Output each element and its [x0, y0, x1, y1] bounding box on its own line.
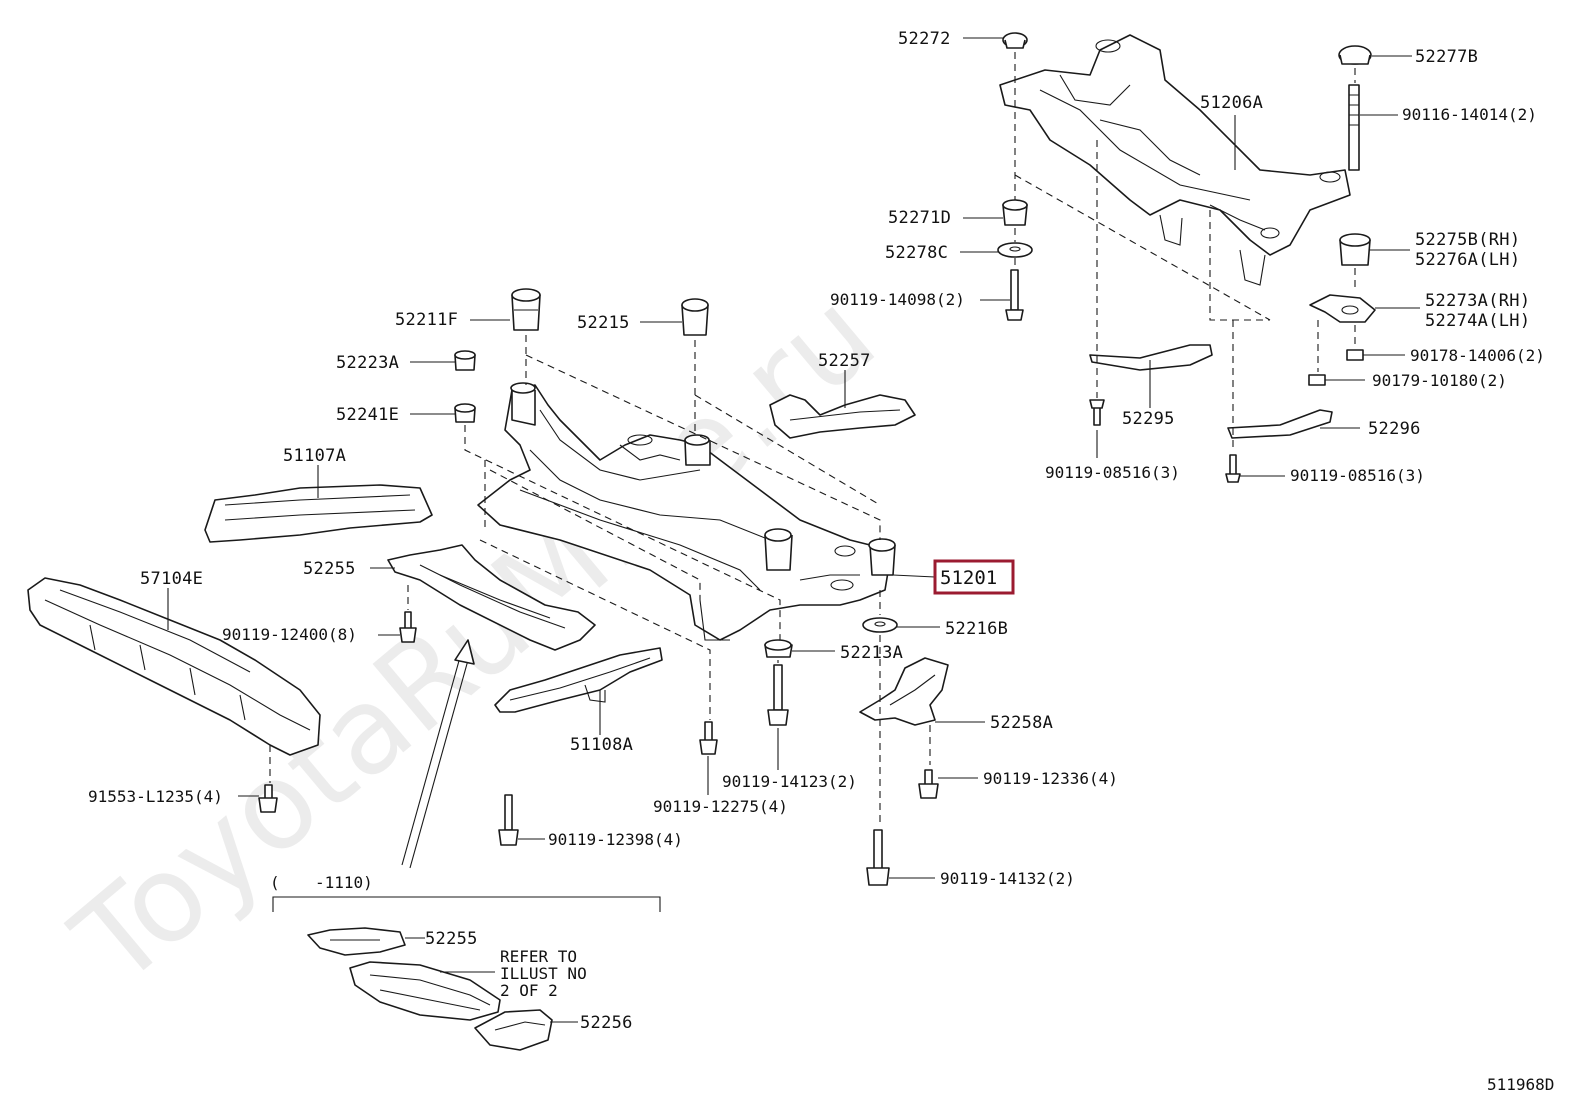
- highlight-box-51201: [933, 559, 1015, 595]
- callout-90119-14132[interactable]: 90119-14132(2): [940, 869, 1075, 888]
- callout-90116-14014[interactable]: 90116-14014(2): [1402, 105, 1537, 124]
- callout-52215[interactable]: 52215: [577, 313, 630, 333]
- callout-52216B[interactable]: 52216B: [945, 619, 1008, 639]
- nut-90178[interactable]: [1346, 349, 1364, 361]
- bolt-90119-14132[interactable]: [866, 829, 890, 886]
- bolt-90119-08516-b[interactable]: [1225, 454, 1241, 483]
- bolt-90119-14098[interactable]: [1005, 269, 1024, 321]
- figure-code: 511968D: [1487, 1075, 1554, 1094]
- bolt-90119-12336[interactable]: [918, 769, 939, 799]
- direction-arrow: [401, 639, 475, 869]
- callout-52274A[interactable]: 52274A(LH): [1425, 311, 1530, 331]
- callout-90119-12400[interactable]: 90119-12400(8): [222, 625, 357, 644]
- callout-52223A[interactable]: 52223A: [336, 353, 399, 373]
- inset-range-open: (: [270, 873, 280, 892]
- stopper-52223A[interactable]: [454, 350, 476, 371]
- callout-51201[interactable]: 51201: [940, 567, 997, 589]
- arm-52296[interactable]: [1227, 409, 1333, 439]
- bushing-52271D[interactable]: [1002, 199, 1028, 226]
- bolt-91553-L1235[interactable]: [258, 784, 278, 813]
- callout-90119-12336[interactable]: 90119-12336(4): [983, 769, 1118, 788]
- callout-52271D[interactable]: 52271D: [888, 208, 951, 228]
- stopper-52213A[interactable]: [764, 639, 793, 658]
- callout-52295[interactable]: 52295: [1122, 409, 1175, 429]
- stopper-52241E[interactable]: [454, 403, 476, 423]
- bolt-90119-12400[interactable]: [399, 611, 417, 643]
- inset-cover-large[interactable]: [349, 961, 501, 1021]
- callout-52272[interactable]: 52272: [898, 29, 951, 49]
- inset-refer-line3: 2 OF 2: [500, 981, 558, 1000]
- reinforcement-51107A[interactable]: [204, 484, 433, 543]
- callout-90119-14098[interactable]: 90119-14098(2): [830, 290, 965, 309]
- cushion-stopper-52277B[interactable]: [1338, 45, 1372, 65]
- callout-52213A[interactable]: 52213A: [840, 643, 903, 663]
- callout-90119-12275[interactable]: 90119-12275(4): [653, 797, 788, 816]
- callout-90119-08516-b[interactable]: 90119-08516(3): [1290, 466, 1425, 485]
- brace-52257[interactable]: [769, 394, 916, 439]
- washer-52216B[interactable]: [862, 617, 898, 633]
- crossmember-57104E[interactable]: [27, 577, 321, 756]
- bushing-52211F[interactable]: [511, 288, 541, 331]
- callout-90119-14123[interactable]: 90119-14123(2): [722, 772, 857, 791]
- callout-52273A[interactable]: 52273A(RH): [1425, 291, 1530, 311]
- callout-57104E[interactable]: 57104E: [140, 569, 203, 589]
- washer-52278C[interactable]: [997, 242, 1033, 258]
- nut-90179[interactable]: [1308, 374, 1326, 386]
- callout-52296[interactable]: 52296: [1368, 419, 1421, 439]
- callout-52276A[interactable]: 52276A(LH): [1415, 250, 1520, 270]
- inset-refer-line1: REFER TO: [500, 947, 577, 966]
- callout-52211F[interactable]: 52211F: [395, 310, 458, 330]
- reinforcement-51108A[interactable]: [494, 647, 663, 713]
- callout-52278C[interactable]: 52278C: [885, 243, 948, 263]
- front-suspension-crossmember[interactable]: [477, 382, 896, 641]
- bracket-52273A[interactable]: [1309, 294, 1376, 323]
- inset-refer-line2: ILLUST NO: [500, 964, 587, 983]
- bolt-90119-08516-a[interactable]: [1089, 399, 1105, 426]
- bushing-52215[interactable]: [681, 298, 709, 336]
- bolt-90119-12398[interactable]: [498, 794, 519, 846]
- arm-52295[interactable]: [1089, 344, 1213, 371]
- cushion-stopper-52272[interactable]: [1002, 32, 1028, 49]
- bolt-90119-12275[interactable]: [699, 721, 718, 755]
- callout-52241E[interactable]: 52241E: [336, 405, 399, 425]
- bushing-52275B[interactable]: [1339, 233, 1371, 266]
- bracket-52258A[interactable]: [859, 657, 949, 726]
- callout-90119-12398[interactable]: 90119-12398(4): [548, 830, 683, 849]
- callout-52277B[interactable]: 52277B: [1415, 47, 1478, 67]
- inset-cover-52255[interactable]: [307, 927, 406, 956]
- bolt-90119-14123[interactable]: [767, 664, 789, 726]
- cover-52255[interactable]: [387, 544, 596, 651]
- callout-90178-14006[interactable]: 90178-14006(2): [1410, 346, 1545, 365]
- stud-bolt-90116[interactable]: [1348, 84, 1360, 171]
- inset-callout-52255[interactable]: 52255: [425, 929, 478, 949]
- callout-91553-L1235[interactable]: 91553-L1235(4): [88, 787, 223, 806]
- rear-suspension-member[interactable]: [999, 34, 1351, 286]
- callout-52258A[interactable]: 52258A: [990, 713, 1053, 733]
- inset-range-end: -1110): [315, 873, 373, 892]
- callout-90119-08516-a[interactable]: 90119-08516(3): [1045, 463, 1180, 482]
- inset-callout-52256[interactable]: 52256: [580, 1013, 633, 1033]
- callout-51107A[interactable]: 51107A: [283, 446, 346, 466]
- callout-90179-10180[interactable]: 90179-10180(2): [1372, 371, 1507, 390]
- inset-cover-52256[interactable]: [474, 1009, 553, 1051]
- callout-52257[interactable]: 52257: [818, 351, 871, 371]
- inset-early-production: ( -1110) 52255 REFER TO ILLUST NO 2 OF 2…: [270, 873, 661, 1051]
- callout-52275B[interactable]: 52275B(RH): [1415, 230, 1520, 250]
- callout-51206A[interactable]: 51206A: [1200, 93, 1263, 113]
- callout-52255[interactable]: 52255: [303, 559, 356, 579]
- callout-51108A[interactable]: 51108A: [570, 735, 633, 755]
